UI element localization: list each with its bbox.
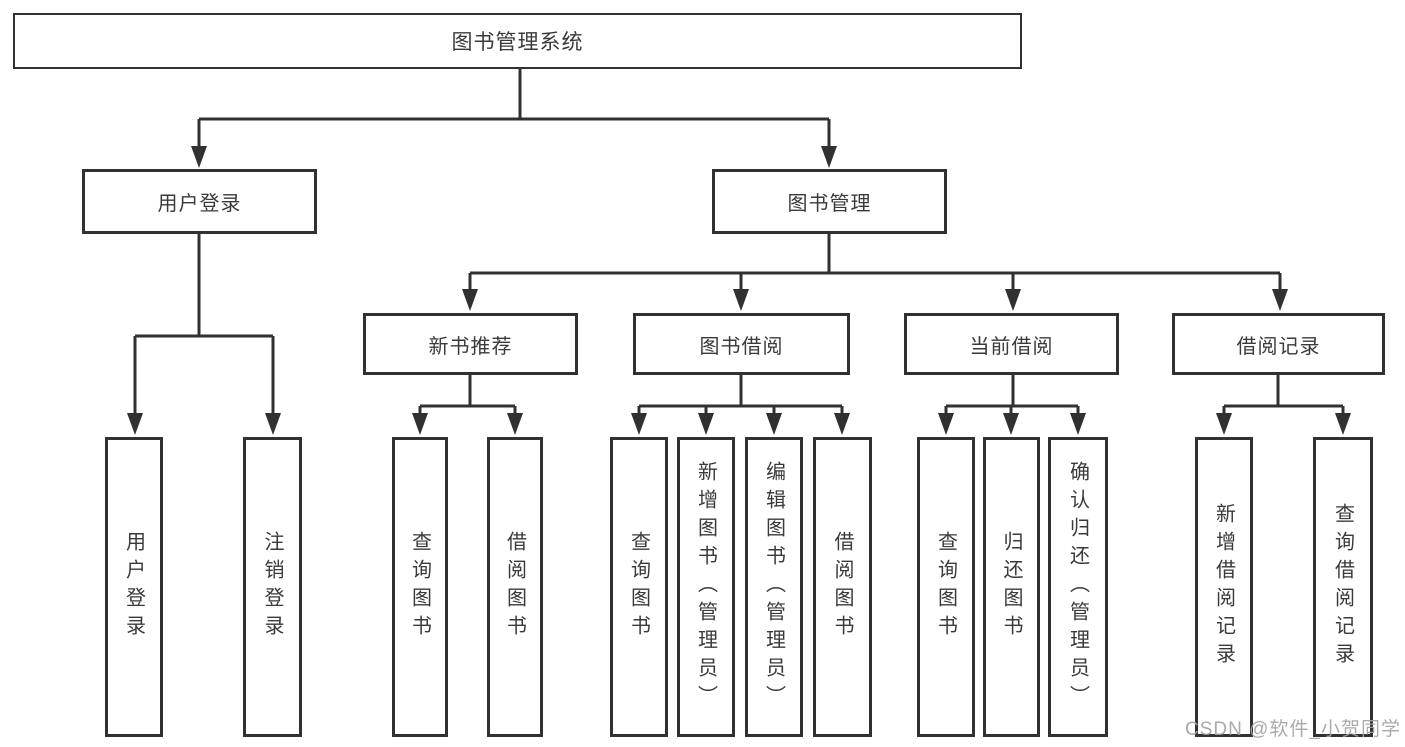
arrow-icon [821, 146, 837, 168]
arrow-icon [191, 146, 207, 168]
arrow-icon [938, 413, 954, 435]
arrow-icon [698, 413, 714, 435]
arrow-icon [1216, 413, 1232, 435]
node-book-borrowing: 图书借阅 [633, 313, 850, 375]
node-borrow-books: 借阅图书 [813, 437, 872, 737]
node-query-books-recommend: 查询图书 [392, 437, 448, 737]
node-user-login: 用户登录 [105, 437, 163, 737]
arrow-icon [766, 413, 782, 435]
node-add-borrow-record: 新增借阅记录 [1195, 437, 1253, 737]
arrow-icon [1003, 413, 1019, 435]
node-confirm-return-admin: 确认归还（管理员） [1048, 437, 1108, 737]
node-new-book-recommendation: 新书推荐 [363, 313, 578, 375]
node-library-management-system: 图书管理系统 [13, 13, 1022, 69]
node-edit-books-admin: 编辑图书（管理员） [745, 437, 803, 737]
node-query-books-borrow: 查询图书 [610, 437, 668, 737]
arrowheads [127, 146, 1351, 435]
arrow-icon [507, 413, 523, 435]
arrow-icon [127, 413, 143, 435]
arrow-icon [631, 413, 647, 435]
arrow-icon [834, 413, 850, 435]
watermark: CSDN @软件_小贺同学 [1185, 719, 1401, 740]
node-query-books-current: 查询图书 [917, 437, 975, 737]
arrow-icon [462, 289, 478, 311]
node-return-books: 归还图书 [983, 437, 1040, 737]
arrow-icon [265, 413, 281, 435]
node-current-borrowing: 当前借阅 [904, 313, 1119, 375]
node-logout: 注销登录 [243, 437, 302, 737]
arrow-icon [412, 413, 428, 435]
node-borrowing-records: 借阅记录 [1172, 313, 1385, 375]
arrow-icon [1005, 289, 1021, 311]
arrow-icon [1272, 289, 1288, 311]
node-book-management: 图书管理 [712, 169, 947, 234]
arrow-icon [1335, 413, 1351, 435]
node-query-borrow-record: 查询借阅记录 [1313, 437, 1373, 737]
connector-paths [133, 69, 1345, 416]
arrow-icon [733, 289, 749, 311]
node-borrow-books-recommend: 借阅图书 [487, 437, 543, 737]
node-user-login-group: 用户登录 [82, 169, 317, 234]
arrow-icon [1070, 413, 1086, 435]
node-add-books-admin: 新增图书（管理员） [677, 437, 735, 737]
